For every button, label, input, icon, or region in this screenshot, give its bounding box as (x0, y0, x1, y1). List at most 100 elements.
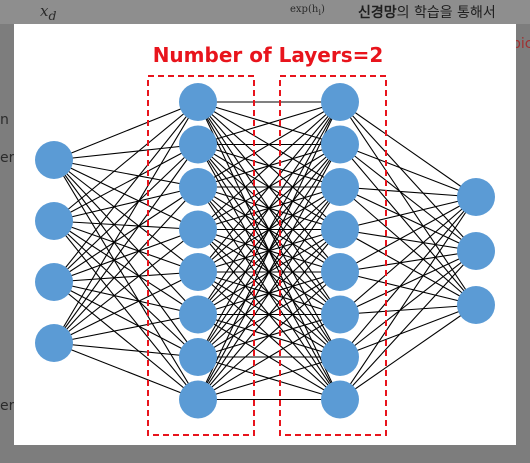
hidden-1-node (179, 210, 217, 249)
connection-edge (197, 101, 341, 230)
nodes-group (35, 83, 495, 419)
hidden-1-node (179, 83, 217, 121)
connection-edge (197, 314, 341, 400)
hidden-2-node (321, 338, 359, 376)
connection-edge (53, 143, 199, 161)
edges-group (53, 101, 477, 401)
connection-edge (53, 186, 199, 283)
background-formula: xd (40, 2, 57, 23)
connection-edge (339, 186, 477, 252)
input-node (35, 263, 73, 301)
connection-edge (197, 186, 341, 400)
hidden-2-node (321, 83, 359, 121)
connection-edge (53, 220, 199, 273)
connection-edge (53, 101, 199, 161)
connection-edge (53, 159, 199, 315)
connection-edge (53, 342, 199, 401)
connection-edge (53, 229, 199, 344)
connection-edge (53, 159, 199, 358)
connection-edge (339, 143, 477, 198)
background-strip (0, 0, 530, 24)
connection-edge (197, 101, 341, 146)
hidden-2-node (321, 253, 359, 291)
connection-edge (339, 101, 477, 252)
connection-edge (53, 159, 199, 400)
connection-edge (339, 196, 477, 358)
connection-edge (197, 271, 341, 400)
hidden-2-node (321, 380, 359, 419)
connection-edge (339, 250, 477, 358)
connection-edge (53, 281, 199, 316)
connection-edge (197, 101, 341, 188)
layer-boxes-group (147, 75, 387, 436)
connection-edge (53, 281, 199, 400)
output-node (457, 232, 495, 270)
connection-edge (339, 271, 477, 306)
connection-edge (339, 196, 477, 400)
connection-edge (339, 101, 477, 198)
background-left-fragment: er (0, 398, 15, 414)
hidden-2-node (321, 168, 359, 206)
connection-edge (339, 196, 477, 315)
connection-edge (197, 101, 341, 400)
hidden-1-node (179, 253, 217, 291)
connection-edge (53, 144, 199, 344)
background-left-fragment: er (0, 150, 15, 166)
connection-edge (339, 250, 477, 273)
connection-edge (197, 101, 341, 273)
output-node (457, 286, 495, 324)
connection-edge (339, 304, 477, 400)
hidden-layer-box-1 (147, 75, 255, 436)
connection-edge (197, 144, 341, 400)
connection-edge (53, 220, 199, 400)
connection-edge (339, 228, 477, 252)
connection-edge (53, 101, 199, 283)
connection-edge (53, 159, 199, 188)
hidden-layer-box-2 (279, 75, 387, 436)
hidden-1-node (179, 125, 217, 164)
hidden-1-node (179, 295, 217, 334)
connection-edge (53, 159, 199, 273)
diagram-title: Number of Layers=2 (153, 43, 384, 67)
connection-edge (339, 229, 477, 306)
hidden-1-node (179, 168, 217, 206)
background-formula-exp: exp(hi) (290, 4, 325, 17)
hidden-1-node (179, 380, 217, 419)
connection-edge (197, 229, 341, 400)
connection-edge (339, 101, 477, 306)
hidden-2-node (321, 295, 359, 334)
connection-edge (53, 342, 199, 358)
hidden-2-node (321, 210, 359, 249)
connection-edge (53, 271, 199, 283)
connection-edge (53, 101, 199, 344)
input-node (35, 202, 73, 240)
connection-edge (53, 186, 199, 222)
input-node (35, 141, 73, 179)
connection-edge (339, 304, 477, 358)
connection-edge (339, 186, 477, 306)
connection-edge (339, 304, 477, 316)
hidden-2-node (321, 125, 359, 164)
connection-edge (339, 186, 477, 198)
connection-edge (53, 220, 199, 315)
background-red-fragment: pic (512, 36, 530, 52)
connection-edge (339, 250, 477, 400)
connection-edge (197, 101, 341, 358)
connection-edge (339, 250, 477, 315)
hidden-1-node (179, 338, 217, 376)
connection-edge (53, 281, 199, 358)
connection-edge (53, 144, 199, 283)
connection-edge (53, 220, 199, 231)
input-node (35, 324, 73, 362)
background-korean-text: 신경망의 학습을 통해서 (358, 5, 496, 21)
neural-network-diagram: Number of Layers=2 (35, 43, 495, 436)
diagram-card: Number of Layers=2 (14, 24, 516, 445)
connection-edge (339, 144, 477, 252)
connection-edge (339, 196, 477, 273)
connection-edge (53, 144, 199, 222)
connection-edge (339, 144, 477, 306)
output-node (457, 178, 495, 216)
connection-edge (197, 356, 341, 401)
connection-edge (53, 186, 199, 344)
connection-edge (197, 101, 341, 315)
